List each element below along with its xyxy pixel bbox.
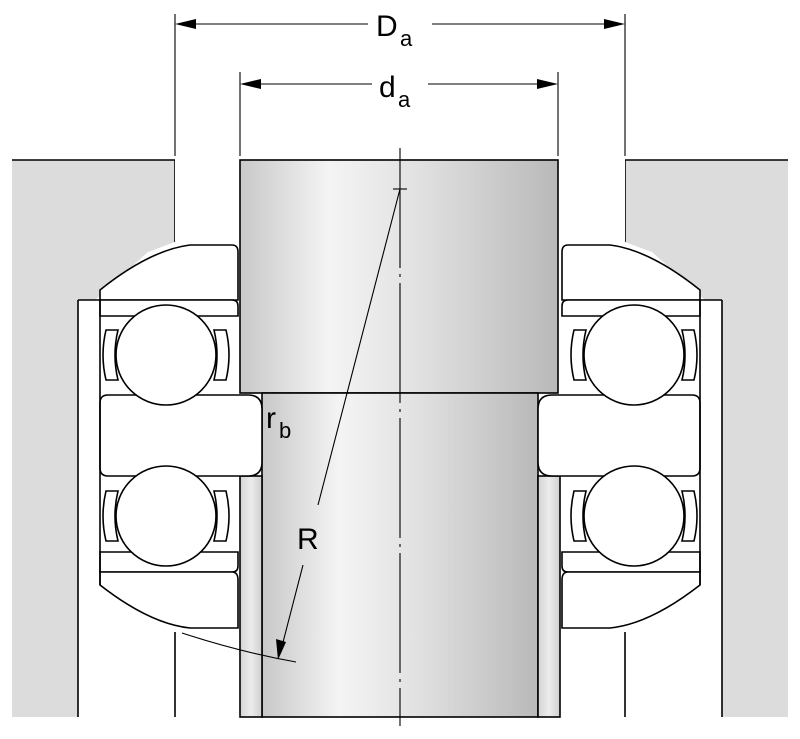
label-da-main: d — [379, 71, 396, 104]
label-Da-main: D — [376, 10, 398, 43]
label-R: R — [297, 523, 319, 556]
fillet-radius-rb: r b — [266, 402, 291, 443]
right-bearing — [537, 244, 723, 717]
label-da-sub: a — [398, 87, 411, 112]
dimension-Da: D a — [174, 10, 626, 156]
label-Da-sub: a — [400, 26, 413, 51]
label-rb-sub: b — [279, 418, 291, 443]
label-rb-main: r — [266, 402, 276, 435]
shaft-upper — [239, 159, 559, 394]
sphere-radius-R: R — [181, 188, 401, 663]
dimension-da: d a — [239, 71, 559, 156]
left-bearing — [77, 244, 263, 717]
